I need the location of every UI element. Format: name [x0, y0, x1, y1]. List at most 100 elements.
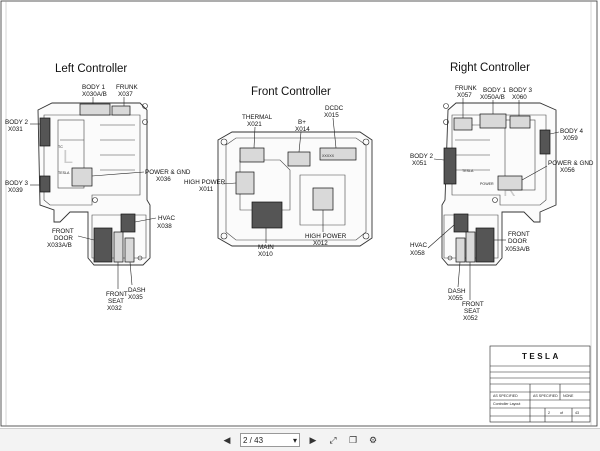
label-left-hvac: HVAC — [158, 215, 175, 222]
left-body2-connector — [39, 117, 51, 147]
svg-text:X050A/B: X050A/B — [480, 94, 505, 101]
svg-text:X012: X012 — [313, 240, 328, 247]
right-front-seat-connector — [465, 231, 476, 263]
svg-text:TC: TC — [58, 145, 63, 149]
svg-text:X059: X059 — [563, 135, 578, 142]
front-thermal-connector — [239, 147, 265, 163]
label-front-high-power-left: HIGH POWER — [184, 179, 226, 186]
right-dash-connector — [455, 237, 466, 263]
label-left-body2: BODY 2 — [5, 119, 28, 126]
svg-text:X036: X036 — [156, 176, 171, 183]
svg-text:XXXXX: XXXXX — [322, 154, 335, 158]
next-page-icon[interactable]: ▶ — [309, 434, 317, 445]
front-main-connector — [251, 201, 283, 229]
left-controller: Left Controller L TC TESLA BODY 1 X030A/… — [5, 63, 191, 312]
sheet-total: 43 — [575, 411, 579, 415]
label-left-body3: BODY 3 — [5, 180, 28, 187]
label-left-dash: DASH — [128, 287, 146, 294]
svg-text:TESLA: TESLA — [462, 169, 474, 173]
svg-text:X015: X015 — [324, 112, 339, 119]
left-hvac-connector — [120, 213, 136, 233]
chevron-down-icon[interactable]: ▾ — [292, 435, 297, 445]
svg-text:X014: X014 — [295, 126, 310, 133]
drawing-sheet: Left Controller L TC TESLA BODY 1 X030A/… — [0, 0, 598, 427]
left-controller-title: Left Controller — [55, 63, 127, 75]
label-right-front-door: FRONT — [508, 231, 530, 238]
svg-text:X060: X060 — [512, 94, 527, 101]
front-controller-title: Front Controller — [251, 86, 331, 98]
right-controller: Right Controller R POWER TESLA FRUNK X05… — [410, 62, 594, 322]
svg-text:X032: X032 — [107, 305, 122, 312]
right-power-gnd-connector — [497, 175, 523, 191]
left-frunk-connector — [111, 105, 131, 116]
settings-icon[interactable]: ⚙ — [368, 434, 378, 445]
svg-text:X011: X011 — [199, 186, 214, 193]
label-right-body1: BODY 1 — [483, 87, 506, 94]
two-page-icon[interactable]: ❐ — [348, 434, 358, 445]
svg-text:X057: X057 — [457, 92, 472, 99]
front-controller: Front Controller XXXXX THERMAL X021 B+ X… — [184, 86, 373, 258]
svg-text:X058: X058 — [410, 250, 425, 257]
label-front-main: MAIN — [258, 244, 274, 251]
svg-text:TESLA: TESLA — [58, 171, 70, 175]
page-selector[interactable]: 2 / 43 ▾ — [240, 433, 300, 447]
label-left-front-door: FRONT — [52, 228, 74, 235]
right-body2-connector — [443, 147, 457, 185]
right-hvac-connector — [453, 213, 469, 233]
sheet-of: of — [560, 411, 563, 415]
svg-text:DOOR: DOOR — [54, 235, 73, 242]
front-high-power-right-connector — [312, 187, 334, 211]
right-body1-connector — [479, 113, 507, 129]
label-left-front-seat: FRONT — [106, 291, 128, 298]
label-left-power-gnd: POWER & GND — [145, 169, 191, 176]
left-body3-connector — [39, 175, 51, 193]
svg-text:X052: X052 — [463, 315, 478, 322]
tesla-logo-text: TESLA — [522, 352, 561, 361]
svg-text:X033A/B: X033A/B — [47, 242, 72, 249]
page-indicator: 2 / 43 — [243, 435, 264, 445]
sheet-number: 2 — [548, 411, 550, 415]
svg-text:DOOR: DOOR — [508, 238, 527, 245]
right-frunk-connector — [453, 117, 473, 131]
front-dcdc-connector — [319, 147, 357, 161]
right-body3-connector — [509, 115, 531, 129]
svg-text:X021: X021 — [247, 121, 262, 128]
svg-text:X035: X035 — [128, 294, 143, 301]
sheet-border — [0, 0, 598, 427]
svg-text:X051: X051 — [412, 160, 427, 167]
svg-text:SEAT: SEAT — [464, 308, 480, 315]
left-front-door-connector — [93, 227, 113, 263]
label-front-bplus: B+ — [298, 119, 306, 126]
scale-value: NONE — [563, 394, 574, 398]
front-bplus-connector — [287, 151, 311, 167]
title-block: TESLA AS SPECIFIED AS SPECIFIED NONE Con… — [489, 345, 591, 423]
right-controller-title: Right Controller — [450, 62, 530, 74]
label-front-high-power-right: HIGH POWER — [305, 233, 347, 240]
right-front-door-connector — [475, 227, 495, 263]
svg-text:X037: X037 — [118, 91, 133, 98]
label-left-body1: BODY 1 — [82, 84, 105, 91]
svg-text:X056: X056 — [560, 167, 575, 174]
label-right-frunk: FRUNK — [455, 85, 477, 92]
label-front-dcdc: DCDC — [325, 105, 344, 112]
left-board-letter: L — [63, 147, 73, 167]
svg-text:X055: X055 — [448, 295, 463, 302]
right-body4-connector — [539, 129, 551, 155]
svg-text:X010: X010 — [258, 251, 273, 258]
left-dash-connector — [124, 237, 135, 263]
pdf-toolbar: ◀ 2 / 43 ▾ ▶ ⤢ ❐ ⚙ — [0, 428, 600, 451]
label-left-frunk: FRUNK — [116, 84, 138, 91]
svg-text:X053A/B: X053A/B — [505, 246, 530, 253]
fit-page-icon[interactable]: ⤢ — [329, 434, 337, 445]
label-right-hvac: HVAC — [410, 242, 427, 249]
label-right-body2: BODY 2 — [410, 153, 433, 160]
prev-page-icon[interactable]: ◀ — [223, 434, 231, 445]
drawing-title: Controller Layout — [493, 402, 520, 406]
label-right-body3: BODY 3 — [509, 87, 532, 94]
svg-text:X039: X039 — [8, 187, 23, 194]
left-body1-connector — [79, 103, 111, 116]
left-power-gnd-connector — [71, 167, 93, 187]
spec-right: AS SPECIFIED — [533, 394, 558, 398]
svg-text:X031: X031 — [8, 126, 23, 133]
svg-text:SEAT: SEAT — [108, 298, 124, 305]
